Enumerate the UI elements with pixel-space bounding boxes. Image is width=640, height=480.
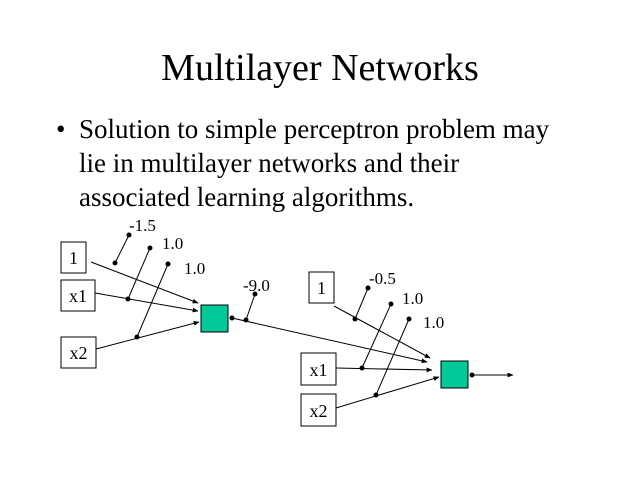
input-label: x2 (70, 343, 88, 363)
weight-bias-right: -0.5 (352, 269, 396, 322)
connection-x2-left (95, 321, 200, 350)
network-right: 1 x1 x2 -0.5 1.0 1.0 (300, 269, 514, 427)
input-box-x1-right: x1 (300, 352, 337, 386)
input-box-bias-left: 1 (60, 241, 87, 274)
weight-label: -0.5 (369, 269, 396, 288)
weight-label: 1.0 (162, 234, 183, 253)
connection-x1-right (335, 367, 433, 373)
input-box-x1-left: x1 (60, 279, 96, 312)
weight-label: -1.5 (129, 216, 156, 235)
bullet-marker: • (56, 114, 66, 144)
input-label: x1 (69, 286, 87, 306)
weight-label: 1.0 (402, 289, 423, 308)
bullet-text: Solution to simple perceptron problem ma… (79, 112, 619, 214)
weight-hidden-to-output: -9.0 (243, 276, 270, 323)
weight-label: -9.0 (243, 276, 270, 295)
network-left: 1 x1 x2 -1.5 1.0 (60, 216, 428, 369)
output-node (440, 360, 469, 389)
input-box-bias-right: 1 (308, 271, 335, 304)
weight-x2-left: 1.0 (134, 259, 205, 340)
connection-x1-left (94, 292, 199, 313)
weight-x1-right: 1.0 (359, 289, 423, 371)
input-box-x2-right: x2 (300, 393, 337, 427)
input-label: 1 (69, 248, 78, 268)
bullet-line-3: associated learning algorithms. (79, 182, 415, 212)
bullet-line-1: Solution to simple perceptron problem ma… (79, 114, 550, 144)
input-label: x1 (310, 360, 328, 380)
connection-x2-right (335, 376, 440, 409)
bullet-line-2: lie in multilayer networks and their (79, 148, 460, 178)
weight-label: 1.0 (184, 259, 205, 278)
weight-x2-right: 1.0 (373, 313, 444, 398)
hidden-node (200, 304, 229, 333)
input-label: x2 (310, 401, 328, 421)
slide-title: Multilayer Networks (161, 47, 479, 89)
connection-hidden-to-output (231, 317, 428, 364)
input-label: 1 (317, 278, 326, 298)
connection-bias-left (90, 261, 199, 304)
connection-bias-right (333, 305, 431, 359)
weight-bias-left: -1.5 (112, 216, 156, 266)
weight-label: 1.0 (423, 313, 444, 332)
input-box-x2-left: x2 (60, 336, 97, 369)
weight-x1-left: 1.0 (125, 234, 183, 302)
